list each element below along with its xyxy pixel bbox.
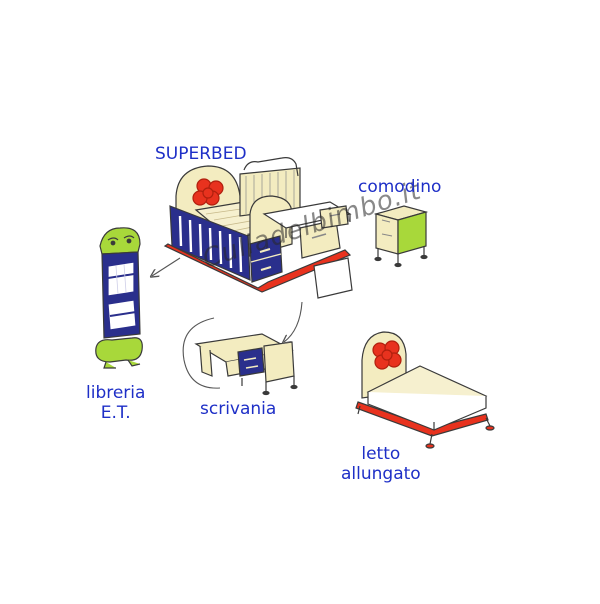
superbed-label: SUPERBED (155, 144, 247, 164)
scrivania-illustration (194, 333, 298, 396)
libreria-label-line1: libreria (86, 383, 146, 403)
scrivania-label: scrivania (200, 399, 276, 419)
comodino-label-text: comodino (358, 177, 442, 197)
comodino-label: comodino (358, 177, 441, 197)
letto-label-line1: letto (361, 444, 401, 464)
libreria-label: libreria E.T. (86, 383, 145, 423)
arrow-to-libreria (152, 257, 181, 276)
letto-illustration (355, 331, 495, 449)
scrivania-loop (182, 317, 221, 389)
letto-label: letto allungato (341, 444, 421, 484)
arrow-to-scrivania (284, 301, 303, 342)
superbed-label-text: SUPERBED (155, 144, 247, 164)
libreria-label-line2: E.T. (100, 403, 131, 423)
connector-arrows (152, 257, 303, 389)
libreria-illustration (95, 227, 143, 369)
scrivania-label-text: scrivania (200, 399, 277, 419)
flower-icon (192, 178, 224, 206)
letto-label-line2: allungato (341, 464, 421, 484)
comodino-illustration (373, 205, 429, 268)
superbed-illustration (163, 157, 353, 299)
flower-icon (372, 340, 402, 370)
